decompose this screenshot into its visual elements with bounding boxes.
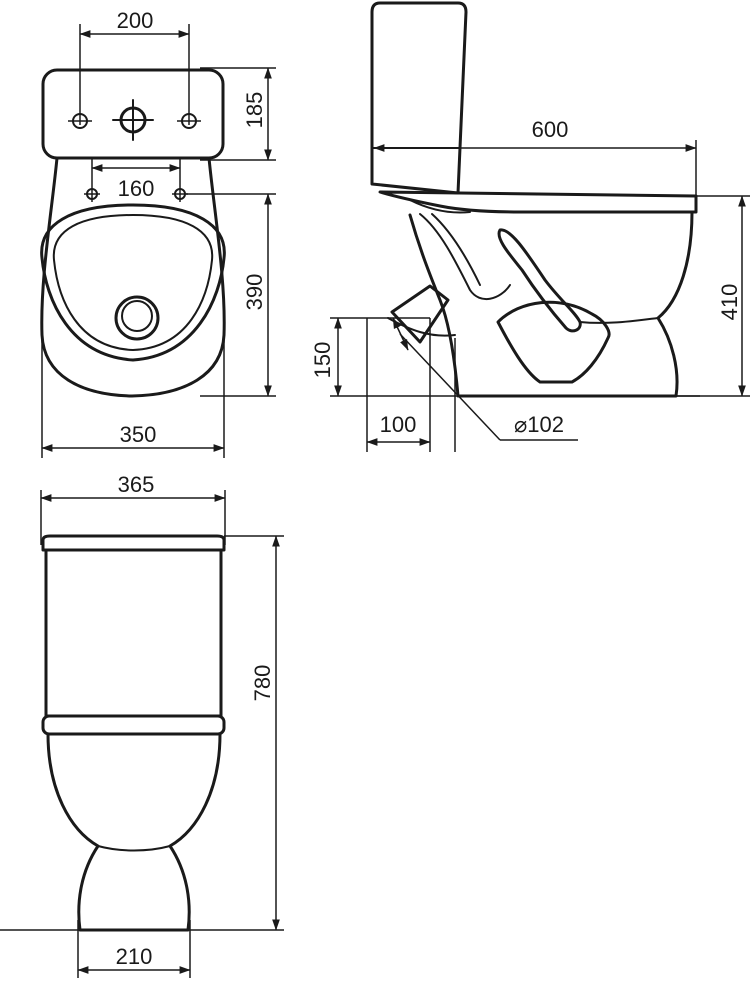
- dimension-label-100: 100: [380, 412, 417, 437]
- dimension-label-600: 600: [532, 117, 569, 142]
- diameter-symbol-icon: ⌀: [514, 412, 527, 437]
- dimension-label-350: 350: [120, 422, 157, 447]
- side-view-rim-outline: [378, 190, 698, 214]
- top-view-drain-inner: [121, 300, 153, 332]
- dimension-label-160: 160: [118, 176, 155, 201]
- side-view-tank-outline: [370, 1, 468, 195]
- side-view: 600 410 150 100 ⌀10: [310, 1, 750, 452]
- dimension-base-width: 210: [77, 920, 191, 978]
- side-view-rim-detail: [409, 199, 471, 214]
- front-view: 365 780 210: [0, 472, 284, 978]
- dimension-top-hole-spacing: 200: [79, 8, 190, 125]
- side-view-bowl-inner-curve: [579, 317, 659, 324]
- dimension-label-210: 210: [116, 944, 153, 969]
- front-view-pedestal-joint: [97, 845, 171, 852]
- top-view-tank-outline: [41, 68, 225, 160]
- dimension-total-height: 780: [224, 535, 284, 931]
- side-view-siphon-passage: [497, 228, 582, 333]
- dimension-label-410: 410: [717, 284, 742, 321]
- dimension-bowl-width: 350: [41, 340, 225, 458]
- dimension-outlet-diameter: ⌀102: [392, 317, 578, 441]
- side-view-bowl-body: [408, 210, 694, 398]
- dimension-bowl-length: 390: [186, 193, 276, 397]
- dimension-label-185: 185: [242, 92, 267, 129]
- top-view: 200 185 160 390 350: [40, 8, 276, 458]
- top-view-drain-outer: [114, 295, 160, 341]
- dimension-outlet-height: 150: [310, 317, 430, 397]
- dimension-label-102: ⌀102: [514, 412, 564, 437]
- dimension-outlet-offset: 100: [366, 318, 431, 452]
- dimension-total-length: 600: [373, 117, 697, 196]
- dimension-label-365: 365: [118, 472, 155, 497]
- flush-button-hole-icon: [112, 99, 154, 141]
- front-view-bowl-outline: [46, 732, 222, 932]
- dimension-label-200: 200: [117, 8, 154, 33]
- dimension-label-390: 390: [242, 274, 267, 311]
- top-view-bowl-opening-outer: [40, 203, 226, 362]
- front-view-tank-lid: [41, 534, 226, 552]
- dimension-label-780: 780: [250, 665, 275, 702]
- side-view-trapway-inner: [419, 213, 511, 300]
- front-view-seat-band: [41, 714, 226, 736]
- dimension-seat-hole-spacing: 160: [91, 158, 181, 202]
- dimension-tank-depth: 185: [200, 67, 276, 161]
- side-view-water-trap: [496, 300, 611, 384]
- front-view-tank-body: [44, 548, 223, 718]
- dimension-label-150: 150: [310, 342, 335, 379]
- top-view-bowl-opening-inner: [52, 213, 214, 352]
- dimension-tank-width: 365: [40, 472, 226, 545]
- side-view-outlet-pipe: [390, 284, 450, 344]
- side-view-trapway-inner-2: [431, 213, 481, 286]
- dimension-height: 410: [676, 195, 750, 397]
